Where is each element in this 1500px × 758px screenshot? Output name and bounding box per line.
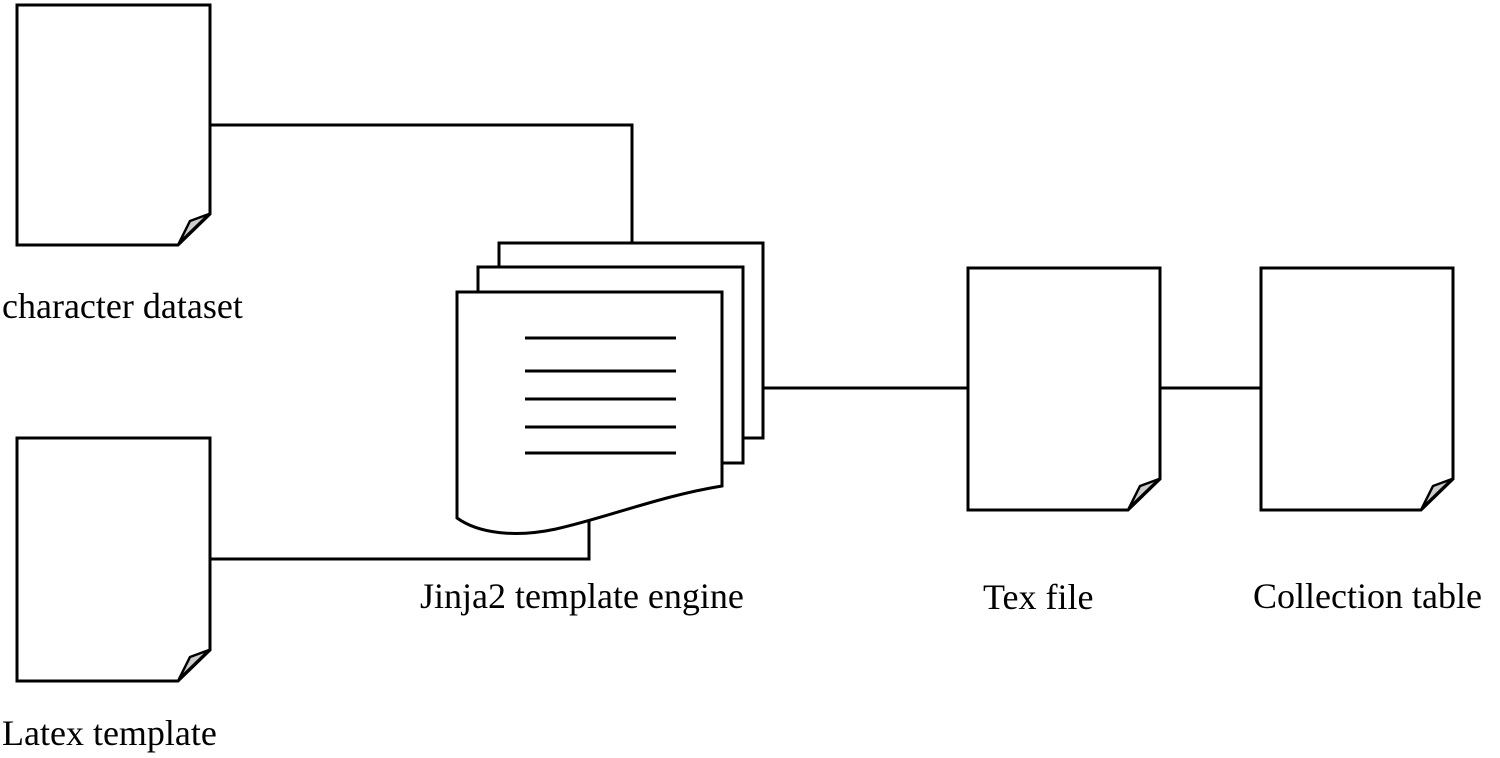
collection-table-label: Collection table: [1253, 576, 1482, 616]
folded-corner-icon: [1127, 477, 1161, 510]
document-text-lines: [525, 336, 676, 455]
folded-corner-icon: [1420, 477, 1454, 510]
jinja2-template-engine-label: Jinja2 template engine: [420, 576, 744, 616]
tex-file-document-icon: [966, 266, 1162, 512]
latex-template-document-icon: [15, 436, 212, 683]
document-page: [15, 3, 212, 247]
tex-file-label: Tex file: [983, 577, 1094, 617]
document-page: [15, 436, 212, 683]
latex-template-label: Latex template: [2, 713, 217, 753]
character-dataset-label: character dataset: [2, 286, 243, 326]
collection-table-document-icon: [1259, 266, 1455, 512]
jinja2-multidocument-icon: [455, 241, 765, 535]
folded-corner-icon: [177, 648, 211, 681]
connector-latex-template-to-jinja2: [210, 521, 591, 561]
document-page: [966, 266, 1162, 512]
character-dataset-document-icon: [15, 3, 212, 247]
folded-corner-icon: [177, 212, 211, 245]
front-page: [455, 290, 724, 535]
connector-character-dataset-to-jinja2: [210, 123, 634, 245]
document-page: [1259, 266, 1455, 512]
